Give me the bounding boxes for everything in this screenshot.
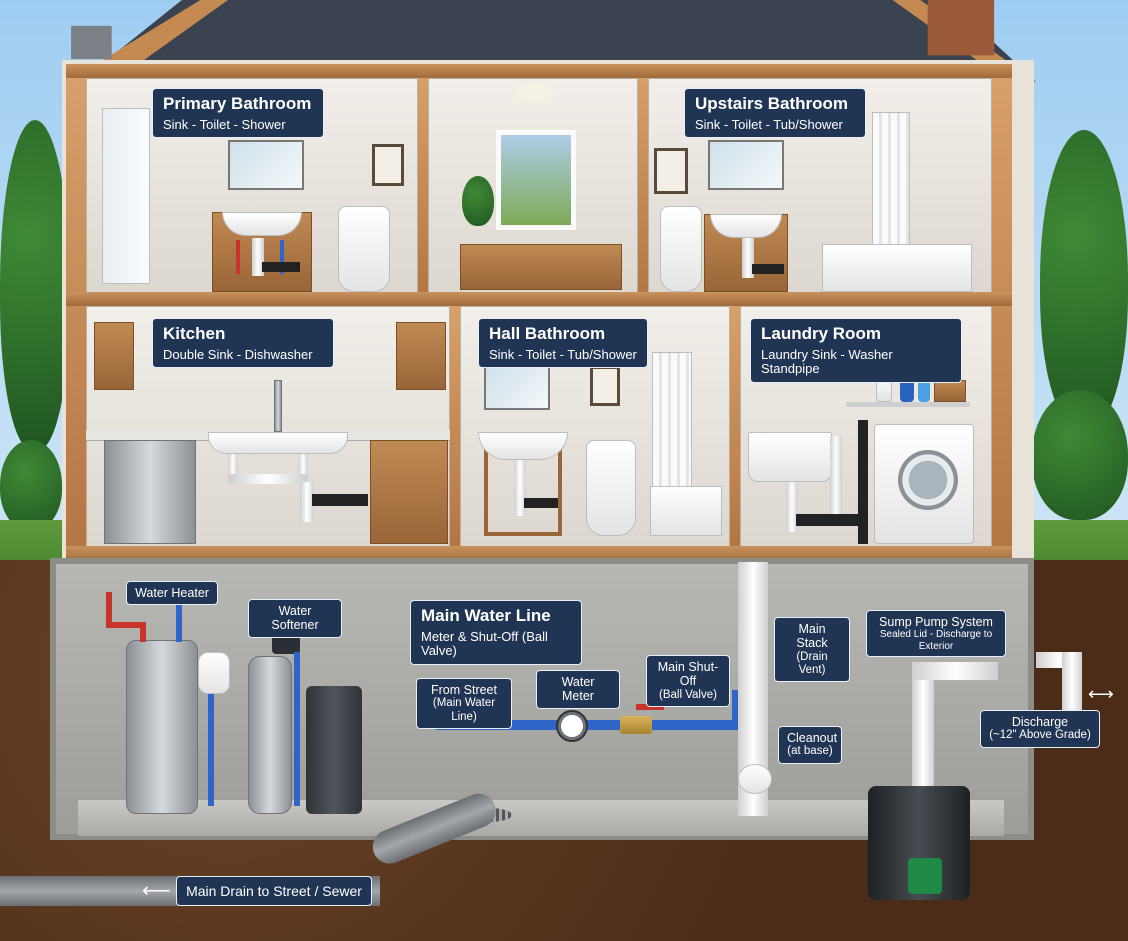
hot-outlet-pipe <box>140 622 146 642</box>
p-trap <box>252 238 264 276</box>
toilet <box>660 206 702 292</box>
wall-art <box>654 148 688 194</box>
hot-supply-pipe <box>236 240 240 274</box>
label-main-water-line: Main Water Line Meter & Shut-Off (Ball V… <box>410 600 582 666</box>
bush-right <box>1032 390 1128 520</box>
water-softener-tank <box>248 656 292 814</box>
potted-plant <box>462 176 494 226</box>
label-water-meter: Water Meter <box>536 670 620 709</box>
p-trap <box>786 482 798 532</box>
label-main-shutoff: Main Shut-Off (Ball Valve) <box>646 655 730 707</box>
double-arrow-icon: ⟷ <box>1088 684 1114 704</box>
label-from-street: From Street (Main Water Line) <box>416 678 512 729</box>
label-laundry-room: Laundry Room Laundry Sink - Washer Stand… <box>750 318 962 384</box>
shower-enclosure <box>102 108 150 284</box>
bathtub <box>650 486 722 536</box>
pipe-up-to-stack <box>732 690 742 730</box>
ceiling-light <box>518 88 550 100</box>
bush-left <box>0 440 62 530</box>
mirror <box>708 140 784 190</box>
softener-head <box>272 634 300 654</box>
label-cleanout: Cleanout (at base) <box>778 726 842 764</box>
cold-supply-pipe <box>208 694 214 806</box>
wall-stud <box>66 70 86 560</box>
bathroom-sink <box>222 212 302 236</box>
drain-arm <box>262 262 300 272</box>
sink-drain <box>298 454 308 484</box>
tree-left <box>0 120 70 450</box>
water-heater-tank <box>126 640 198 814</box>
hot-outlet-pipe <box>106 622 146 628</box>
wall-stud <box>730 304 740 550</box>
upper-floor <box>66 292 1012 306</box>
sump-discharge-pipe <box>912 664 934 814</box>
label-discharge: Discharge (~12" Above Grade) <box>980 710 1100 748</box>
hot-outlet-pipe <box>106 592 112 626</box>
ball-valve <box>620 716 652 734</box>
drain-arm <box>752 264 784 274</box>
label-water-softener: Water Softener <box>248 599 342 638</box>
label-primary-bathroom: Primary Bathroom Sink - Toilet - Shower <box>152 88 324 139</box>
faucet <box>274 380 282 432</box>
laundry-sink <box>748 432 832 482</box>
label-kitchen: Kitchen Double Sink - Dishwasher <box>152 318 334 369</box>
label-main-drain: Main Drain to Street / Sewer <box>176 876 372 907</box>
mirror <box>228 140 304 190</box>
basement-floor <box>78 800 1004 836</box>
arrow-left-icon: ⟵ <box>142 880 171 902</box>
exterior-discharge <box>1062 652 1082 710</box>
water-meter-icon <box>556 710 588 742</box>
p-trap <box>742 238 754 278</box>
mirror <box>484 366 550 410</box>
cold-inlet-pipe <box>176 592 182 642</box>
wall-stud <box>418 70 428 298</box>
bathtub <box>822 244 972 292</box>
cold-supply-pipe <box>280 240 284 274</box>
label-water-heater: Water Heater <box>126 581 218 606</box>
dishwasher <box>104 440 196 544</box>
sump-pump <box>908 858 942 894</box>
cleanout-plug <box>738 764 772 794</box>
sump-discharge-pipe <box>912 662 998 680</box>
base-cabinet <box>370 440 448 544</box>
drain-arm <box>312 494 368 506</box>
drain-arm <box>524 498 558 508</box>
wall-stud <box>450 304 460 550</box>
bench <box>460 244 622 290</box>
toilet <box>338 206 390 292</box>
wall-stud <box>992 70 1012 560</box>
wall-art <box>590 366 620 406</box>
washer-standpipe <box>830 436 842 516</box>
p-trap <box>300 482 314 522</box>
label-main-stack: Main Stack (Drain Vent) <box>774 617 850 683</box>
washer-door <box>898 450 958 510</box>
window <box>496 130 576 230</box>
drain-tee <box>228 474 308 484</box>
label-hall-bathroom: Hall Bathroom Sink - Toilet - Tub/Shower <box>478 318 648 369</box>
label-upstairs-bathroom: Upstairs Bathroom Sink - Toilet - Tub/Sh… <box>684 88 866 139</box>
tree-right <box>1040 130 1128 430</box>
valve-handle <box>636 704 664 710</box>
upper-cabinet <box>396 322 446 390</box>
double-sink <box>208 432 348 454</box>
brine-tank <box>306 686 362 814</box>
bathroom-sink <box>478 432 568 460</box>
upper-cabinet <box>94 322 134 390</box>
wall-art <box>372 144 404 186</box>
toilet <box>586 440 636 536</box>
wall-stud <box>638 70 648 298</box>
drain-arm <box>796 514 868 526</box>
sink-drain <box>228 454 238 484</box>
label-sump-pump-system: Sump Pump System Sealed Lid - Discharge … <box>866 610 1006 658</box>
softener-pipe <box>294 652 300 806</box>
shelf <box>846 402 970 407</box>
p-trap <box>514 460 526 516</box>
storage-basket <box>934 380 966 402</box>
washer-drain-hose <box>858 420 868 544</box>
top-plate <box>66 64 1012 78</box>
expansion-tank <box>198 652 230 694</box>
